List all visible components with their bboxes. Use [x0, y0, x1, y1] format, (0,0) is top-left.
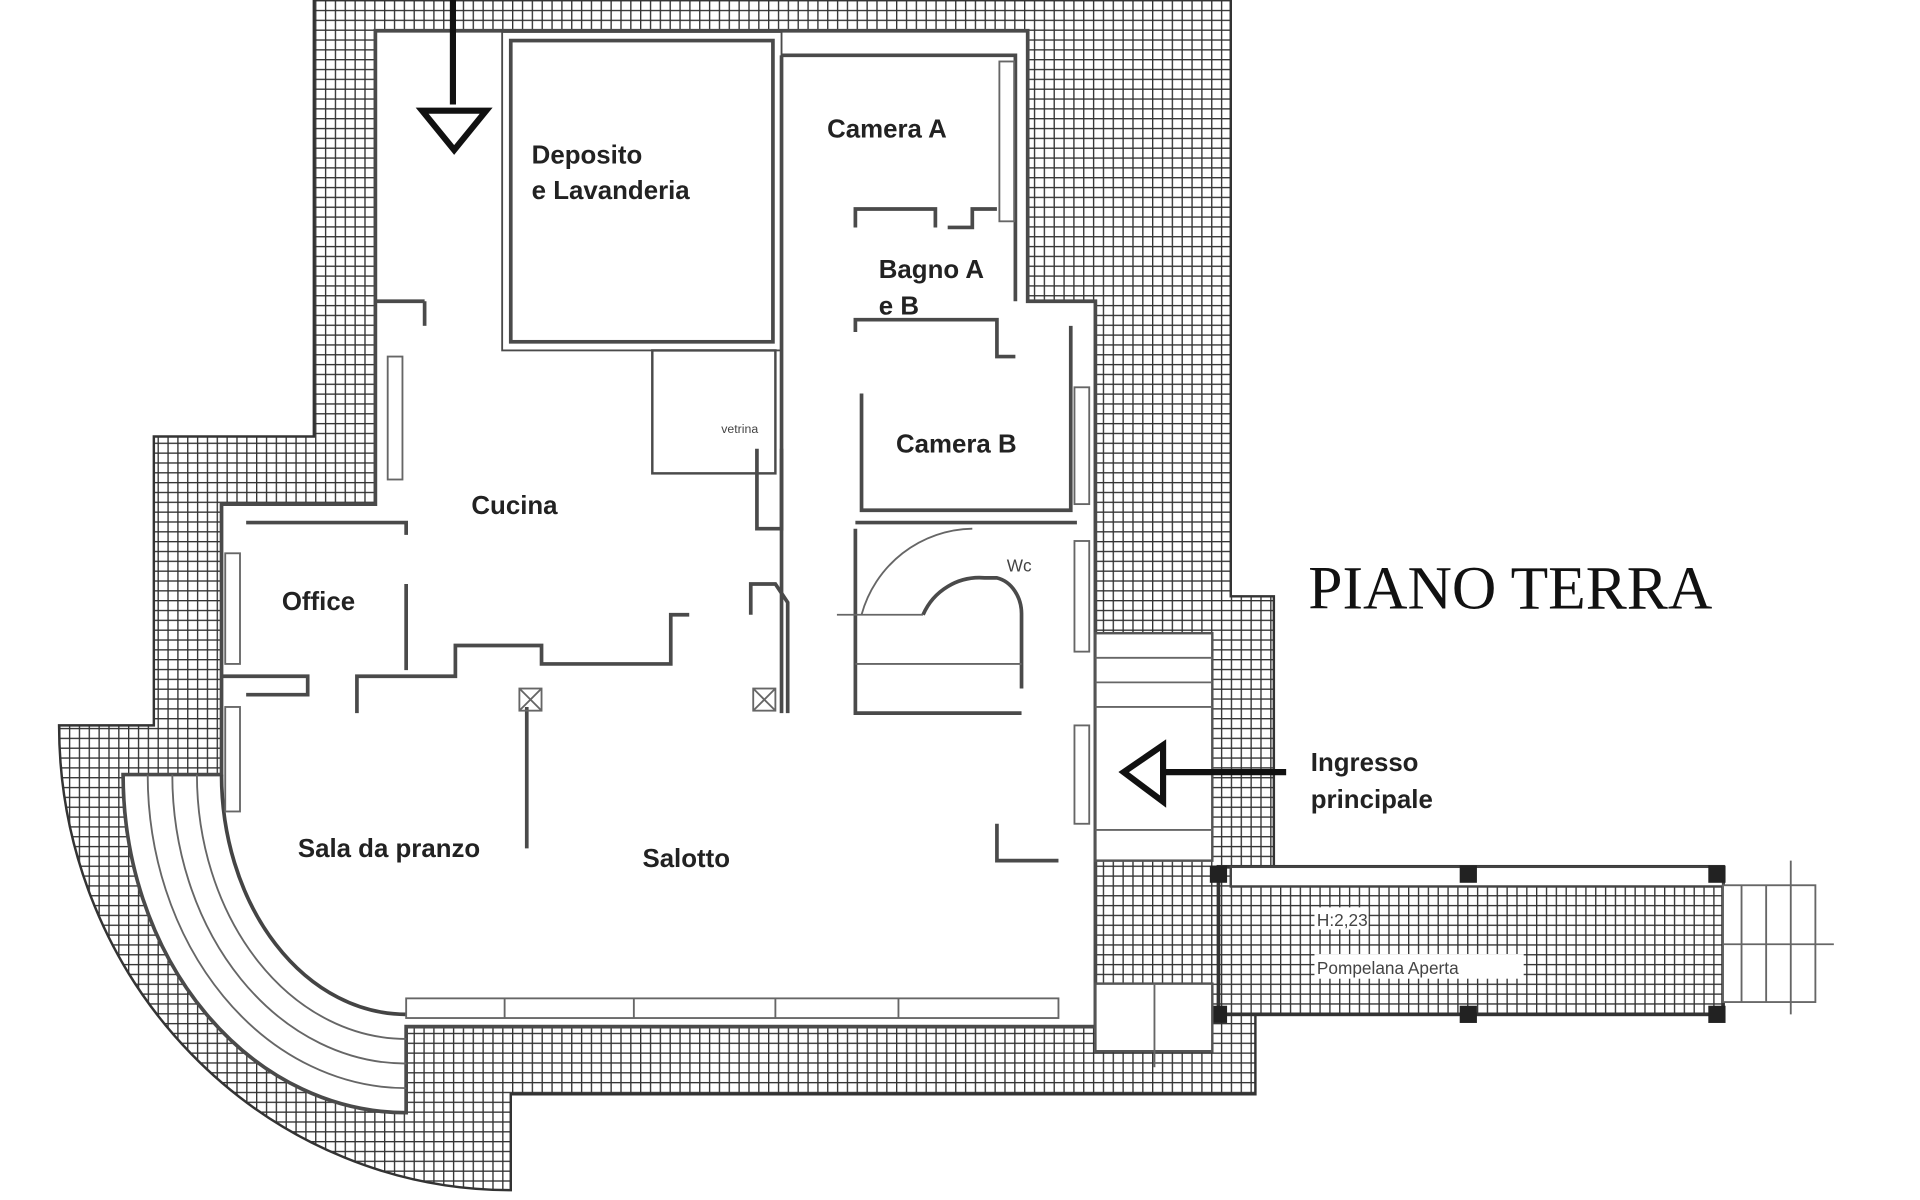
pergola-height-label: H:2,23 [1317, 910, 1368, 930]
entrance-label: Ingresso [1311, 749, 1419, 777]
pergola [1216, 864, 1725, 1017]
interior-walls [221, 31, 1077, 863]
plan-title: PIANO TERRA [1308, 555, 1712, 623]
room-label-camera-a: Camera A [827, 116, 947, 144]
interior [121, 28, 1098, 1115]
rear-entrance-arrow-icon [415, 0, 493, 155]
room-label-office: Office [282, 588, 355, 616]
room-label-lavanderia: e Lavanderia [532, 177, 691, 205]
room-label-bagno-2: e B [879, 293, 919, 321]
pergola-columns [1209, 865, 1726, 1023]
room-label-cucina: Cucina [471, 492, 558, 520]
main-entrance-arrow-icon [1118, 739, 1287, 808]
room-label-salotto: Salotto [642, 845, 730, 873]
pergola-steps [1722, 860, 1834, 1015]
room-label-camera-b: Camera B [896, 430, 1017, 458]
room-label-bagno: Bagno A [879, 256, 984, 284]
pergola-label: Pompelana Aperta [1317, 958, 1459, 978]
room-label-deposito: Deposito [532, 142, 643, 170]
curved-steps [146, 774, 407, 1090]
windows [224, 60, 1091, 1019]
entrance-steps [1094, 631, 1214, 1068]
vetrina-label: vetrina [721, 422, 758, 436]
pillar-markers [518, 687, 777, 712]
room-label-wc: Wc [1007, 556, 1032, 576]
room-label-sala-da-pranzo: Sala da pranzo [298, 835, 480, 863]
entrance-label-2: principale [1311, 786, 1433, 814]
